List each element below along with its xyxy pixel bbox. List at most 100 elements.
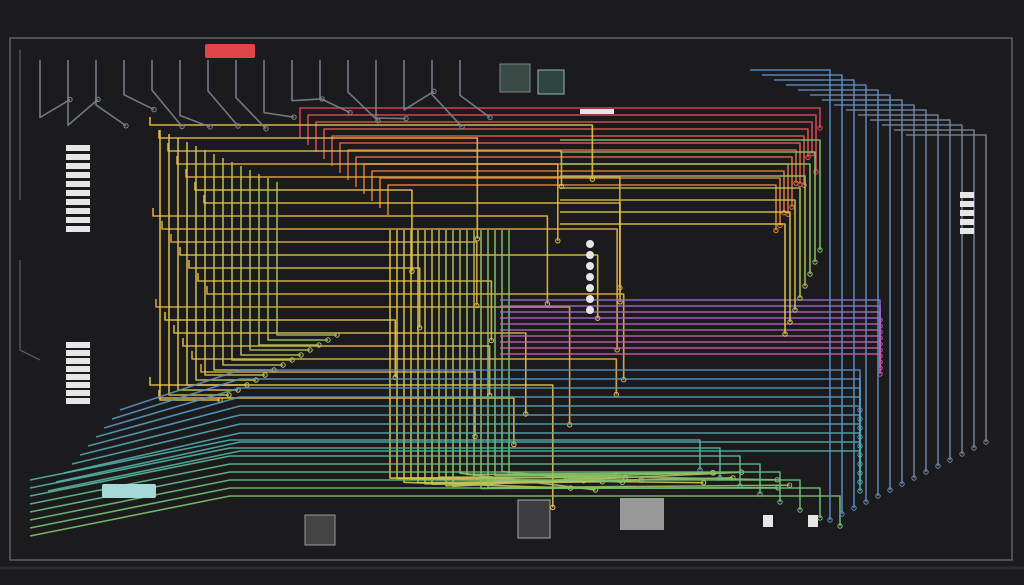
connector-pin bbox=[586, 251, 594, 259]
wire-red-bus bbox=[315, 121, 813, 154]
wire-green-vertical bbox=[431, 230, 603, 485]
wire-blue-vertical bbox=[750, 69, 831, 520]
wire-blue-vertical bbox=[834, 104, 915, 478]
wire-terminal bbox=[792, 307, 798, 313]
wire-yellow-bus bbox=[158, 130, 479, 239]
wire-teal-bus bbox=[29, 447, 721, 489]
wire-terminal bbox=[244, 382, 250, 388]
wire-yellow-vertical bbox=[204, 150, 265, 376]
wire-terminal bbox=[807, 271, 813, 277]
terminal-block-left-top bbox=[66, 181, 90, 187]
wire-terminal bbox=[325, 337, 331, 343]
terminal-block-right bbox=[960, 228, 974, 234]
connector-pin bbox=[586, 295, 594, 303]
wire-terminal bbox=[911, 475, 917, 481]
wire-red-bus bbox=[379, 177, 781, 226]
wire-terminal bbox=[805, 154, 811, 161]
wire-terminal bbox=[123, 123, 129, 129]
wire-yellow-bus bbox=[152, 208, 549, 304]
wire-yellow-bus bbox=[167, 143, 563, 187]
wire-terminal bbox=[235, 123, 241, 129]
wire-green-vertical bbox=[466, 230, 714, 476]
wire-yellow-bus bbox=[161, 221, 618, 350]
wire-yellow-bus bbox=[179, 247, 599, 319]
terminal-block-left-top bbox=[66, 199, 90, 205]
wire-gray-top bbox=[375, 60, 407, 120]
terminal-block-left-bottom bbox=[66, 390, 90, 396]
wire-terminal bbox=[787, 319, 793, 325]
wire-terminal bbox=[851, 505, 857, 511]
wire-blue-vertical bbox=[822, 99, 903, 484]
component-layer bbox=[66, 44, 974, 546]
chip-component bbox=[537, 69, 565, 95]
wire-gray-top bbox=[67, 60, 99, 127]
wire-yellow-bus bbox=[155, 299, 571, 425]
wire-terminal bbox=[262, 372, 268, 378]
connector-pin bbox=[586, 240, 594, 248]
wire-terminal bbox=[797, 295, 803, 301]
wire-terminal bbox=[817, 247, 823, 253]
wire-red-bus bbox=[355, 156, 793, 208]
wire-yellow-bus bbox=[158, 390, 515, 445]
wire-terminal bbox=[263, 126, 269, 132]
white-bar-component bbox=[580, 109, 614, 114]
wire-terminal bbox=[472, 433, 478, 440]
wire-gray-top bbox=[291, 60, 323, 102]
fuse-component bbox=[763, 515, 773, 527]
wire-green-right bbox=[560, 139, 821, 250]
wire-blue-vertical bbox=[846, 109, 927, 472]
wire-yellow-bus bbox=[188, 260, 421, 328]
red-component bbox=[205, 44, 255, 58]
wire-yellow-vertical bbox=[186, 142, 247, 386]
wire-terminal bbox=[827, 517, 833, 523]
wire-gray-top bbox=[207, 60, 239, 127]
wire-yellow-vertical bbox=[258, 174, 319, 346]
wire-terminal bbox=[875, 493, 881, 499]
fuse-component bbox=[808, 515, 818, 527]
wire-terminal bbox=[474, 236, 481, 242]
wire-terminal bbox=[813, 169, 819, 175]
wire-blue-vertical bbox=[810, 94, 891, 490]
wire-yellow-bus bbox=[206, 286, 625, 380]
wire-yellow-bus bbox=[203, 195, 621, 302]
terminal-block-left-top bbox=[66, 145, 90, 151]
wire-terminal bbox=[837, 523, 843, 529]
terminal-block-right bbox=[960, 210, 974, 216]
wire-terminal bbox=[935, 463, 941, 469]
wire-red-bus bbox=[307, 114, 817, 172]
wire-terminal bbox=[983, 439, 989, 445]
wire-terminal bbox=[487, 114, 493, 121]
terminal-block-right bbox=[960, 192, 974, 198]
wire-green-right bbox=[560, 175, 806, 286]
wire-terminal bbox=[289, 357, 295, 363]
wire-blue-bus bbox=[47, 450, 861, 492]
wire-gray-top bbox=[235, 60, 267, 130]
wire-yellow-vertical bbox=[249, 170, 310, 351]
wire-terminal bbox=[782, 331, 788, 337]
terminal-block-left-bottom bbox=[66, 374, 90, 380]
wire-terminal bbox=[550, 504, 556, 511]
wire-gray-top bbox=[123, 60, 155, 111]
wire-gray-top bbox=[347, 60, 379, 122]
wire-terminal bbox=[523, 411, 529, 417]
wire-yellow-vertical bbox=[267, 178, 328, 341]
terminal-block-left-bottom bbox=[66, 358, 90, 364]
wire-terminal bbox=[334, 332, 340, 338]
wire-terminal bbox=[839, 511, 845, 517]
wire-terminal bbox=[802, 283, 808, 289]
terminal-block-left-top bbox=[66, 163, 90, 169]
wire-terminal bbox=[959, 451, 965, 457]
wire-blue-vertical bbox=[786, 84, 867, 502]
wire-yellow-bus bbox=[170, 234, 478, 306]
wire-terminal bbox=[793, 180, 799, 186]
frame-border bbox=[9, 37, 1013, 561]
connector-pin bbox=[586, 284, 594, 292]
wire-terminal bbox=[280, 362, 286, 368]
wire-gray-top bbox=[95, 60, 127, 127]
wire-terminal bbox=[857, 488, 863, 494]
wire-gray-top bbox=[403, 60, 435, 111]
wire-terminal bbox=[403, 115, 409, 122]
terminal-block-left-top bbox=[66, 208, 90, 214]
wire-yellow-bus bbox=[194, 182, 413, 272]
wire-terminal bbox=[812, 259, 818, 265]
